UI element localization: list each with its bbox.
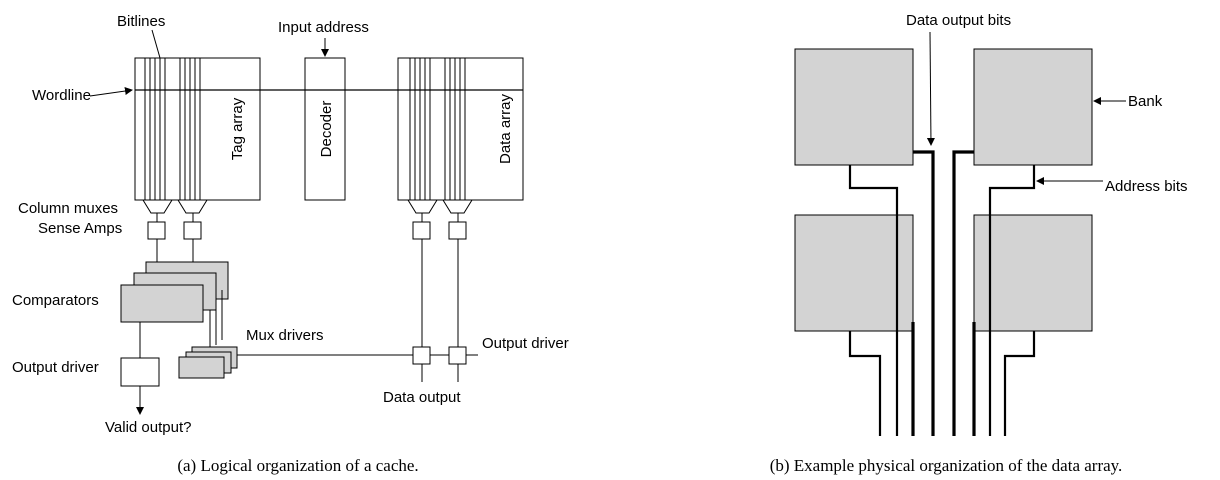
address-wires [848, 165, 1036, 436]
bitlines-pointer [151, 29, 161, 59]
data-output-label: Data output [383, 389, 461, 406]
data-path-wires [421, 239, 459, 382]
caption-a: (a) Logical organization of a cache. [177, 456, 418, 475]
tag-bitlines [144, 58, 201, 200]
banks [794, 48, 1093, 332]
sense-amps-label: Sense Amps [38, 220, 122, 237]
comparators-label: Comparators [12, 292, 99, 309]
output-driver-left-label: Output driver [12, 359, 99, 376]
input-address-label: Input address [278, 19, 369, 36]
bank-bottom-left [794, 214, 914, 332]
bank-top-right [973, 48, 1093, 166]
comparator-wires [139, 290, 223, 358]
data-array-label: Data array [497, 93, 514, 164]
wordline-label: Wordline [32, 87, 91, 104]
caption-b: (b) Example physical organization of the… [770, 456, 1123, 475]
physical-organization-panel: Data output bits Bank Address bits (b) E… [770, 12, 1188, 475]
output-driver-right-label: Output driver [482, 335, 569, 352]
output-driver-left [120, 357, 160, 387]
wordline-arrow [89, 87, 133, 97]
bank-label: Bank [1128, 93, 1163, 110]
bank-bottom-right [973, 214, 1093, 332]
data-output-bits-arrow [926, 31, 935, 146]
data-output-bits-label: Data output bits [906, 12, 1011, 29]
decoder [304, 57, 346, 201]
mux-to-sense-wires [156, 213, 459, 222]
data-output-wires [911, 150, 976, 436]
sense-amps [147, 221, 467, 240]
column-muxes [142, 199, 473, 214]
tag-sense-wires [156, 239, 194, 262]
address-bits-label: Address bits [1105, 178, 1188, 195]
tag-array-label: Tag array [229, 97, 246, 160]
mux-drivers [178, 346, 238, 379]
bitlines-label: Bitlines [117, 13, 165, 30]
logical-organization-panel: Tag array Decoder Data array Bitlines In… [12, 13, 569, 475]
comparators [120, 261, 229, 323]
decoder-label: Decoder [318, 101, 335, 158]
valid-output-label: Valid output? [105, 419, 191, 436]
mux-drivers-label: Mux drivers [246, 327, 324, 344]
column-muxes-label: Column muxes [18, 200, 118, 217]
data-bitlines [409, 58, 466, 200]
data-output-drivers [412, 346, 467, 365]
bank-top-left [794, 48, 914, 166]
